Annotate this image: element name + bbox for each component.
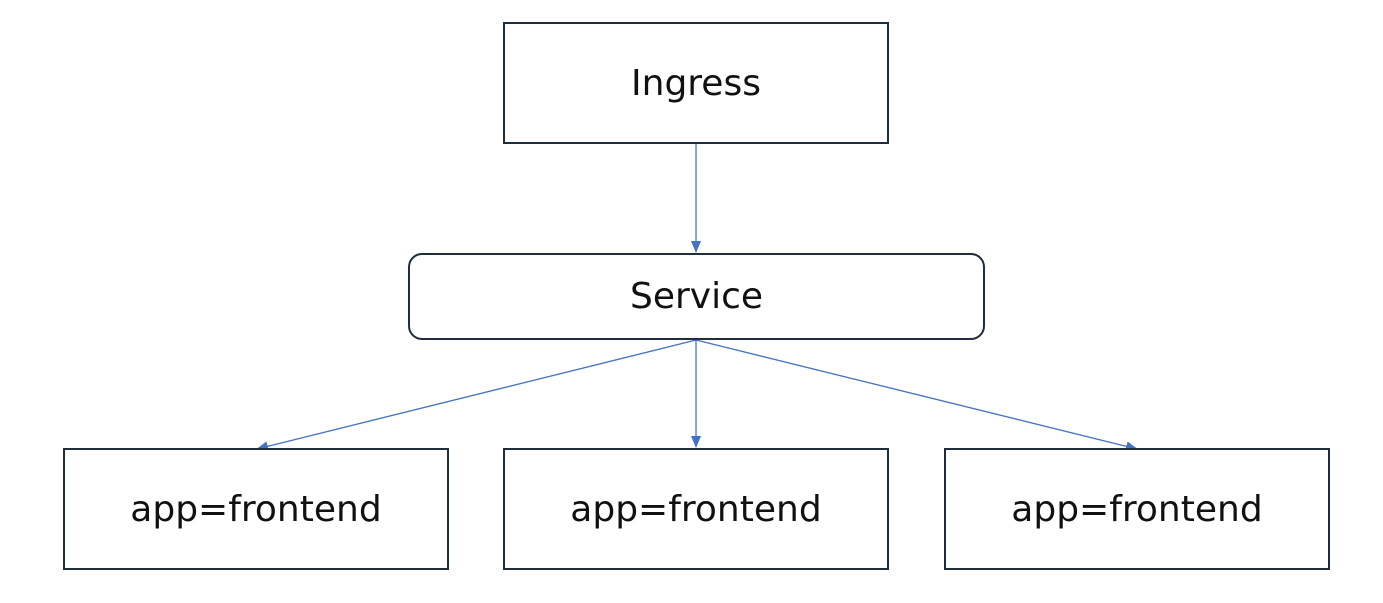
service-node: Service <box>408 253 985 340</box>
ingress-label: Ingress <box>631 62 761 104</box>
pod-label-2: app=frontend <box>570 488 822 530</box>
pod-node-2: app=frontend <box>503 448 889 570</box>
arrow-service-to-pod-1 <box>256 339 697 452</box>
pod-label-3: app=frontend <box>1011 488 1263 530</box>
pod-label-1: app=frontend <box>130 488 382 530</box>
arrow-service-to-pod-3 <box>695 339 1138 452</box>
ingress-node: Ingress <box>503 22 889 144</box>
pod-node-3: app=frontend <box>944 448 1330 570</box>
pod-node-1: app=frontend <box>63 448 449 570</box>
service-label: Service <box>629 276 764 317</box>
